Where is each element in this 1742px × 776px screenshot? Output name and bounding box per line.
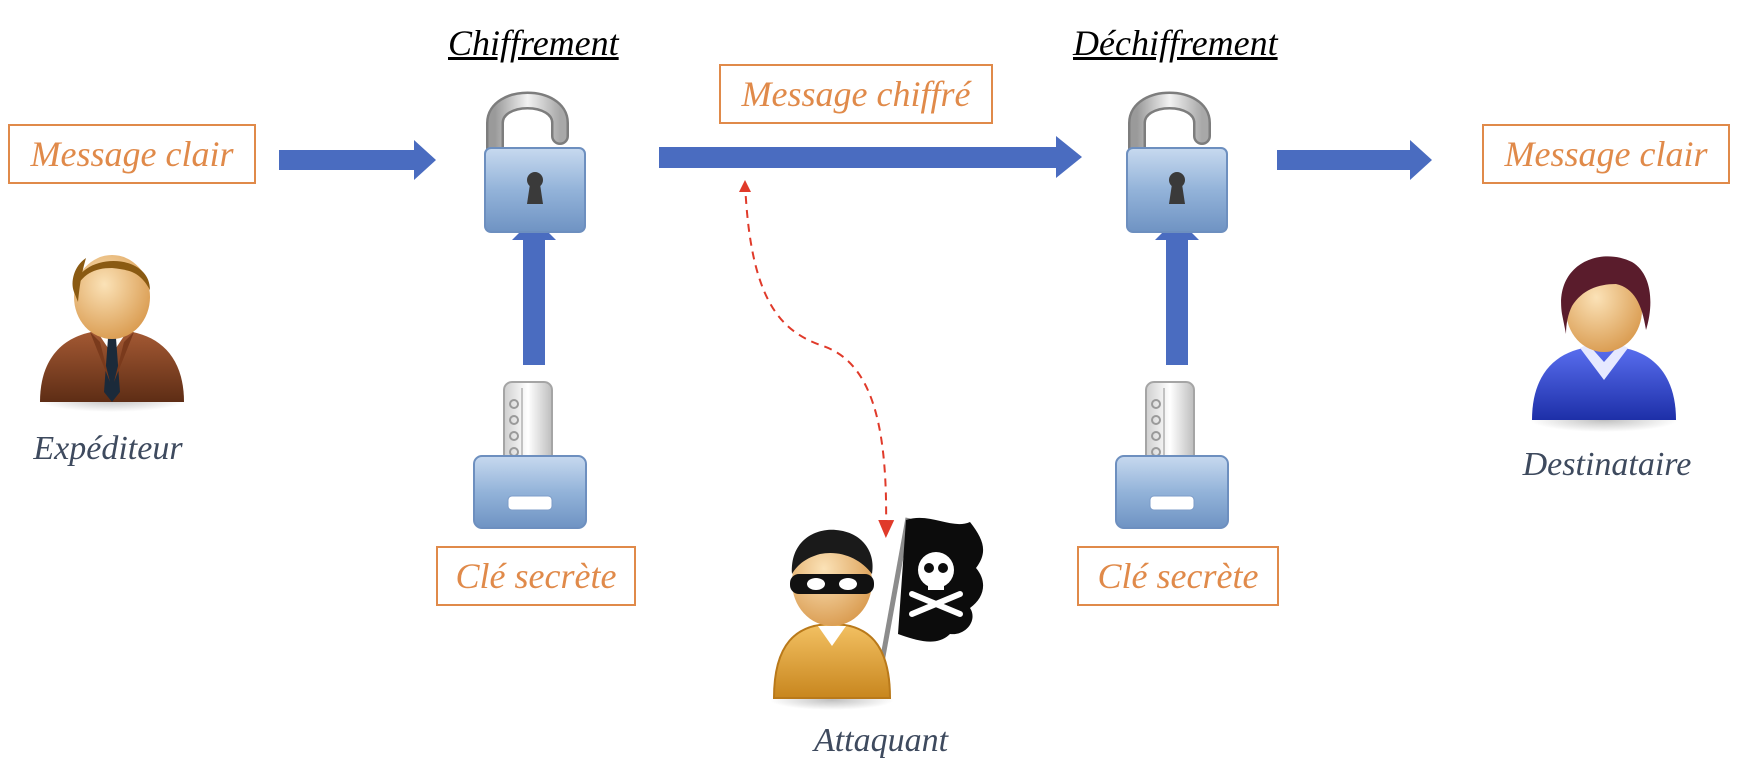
label-secret-key-right: Clé secrète [1077, 546, 1279, 606]
key-icon [1115, 381, 1229, 529]
arrow-decrypt-to-plain [1277, 140, 1432, 180]
title-encryption: Chiffrement [448, 23, 619, 63]
key-icon [473, 381, 587, 529]
label-plain-message-left: Message clair [8, 124, 256, 184]
attack-start-arrowhead [739, 180, 751, 192]
arrow-plain-to-encrypt [279, 140, 436, 180]
label-secret-key-left: Clé secrète [436, 546, 636, 606]
arrow-cipher-channel [659, 136, 1082, 178]
businessman-icon [38, 255, 186, 412]
arrow-key-to-lock-right [1155, 218, 1199, 365]
caption-attacker: Attaquant [813, 722, 949, 759]
label-cipher-message: Message chiffré [719, 64, 993, 124]
pirate-attacker-icon [770, 517, 984, 710]
open-padlock-icon [484, 91, 586, 233]
woman-user-icon [1530, 256, 1678, 432]
caption-sender: Expéditeur [33, 430, 183, 467]
label-plain-message-right: Message clair [1482, 124, 1730, 184]
title-decryption: Déchiffrement [1073, 23, 1278, 63]
arrow-key-to-lock-left [512, 218, 556, 365]
caption-recipient: Destinataire [1522, 446, 1692, 483]
attack-interception-path [744, 181, 895, 538]
open-padlock-icon [1126, 91, 1228, 233]
